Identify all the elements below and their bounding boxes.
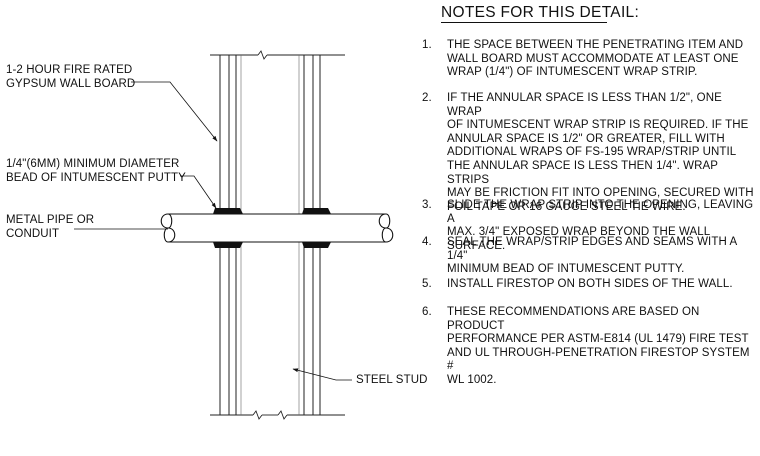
- putty-bead-left-top: [213, 208, 243, 214]
- metal-pipe-label: METAL PIPE OR CONDUIT: [6, 214, 95, 240]
- note-text: THESE RECOMMENDATIONS ARE BASED ON PRODU…: [447, 306, 750, 386]
- note-number: 5.: [422, 278, 432, 290]
- note-text: THE SPACE BETWEEN THE PENETRATING ITEM A…: [447, 39, 744, 79]
- note-text: SEAL THE WRAP/STRIP EDGES AND SEAMS WITH…: [447, 236, 737, 276]
- note-number: 4.: [422, 236, 432, 248]
- note-number: 3.: [422, 199, 432, 211]
- steel-stud-label: STEEL STUD: [356, 374, 428, 386]
- bottom-break-line: [210, 410, 345, 420]
- left-gypsum-board: [219, 55, 237, 415]
- note-number: 1.: [422, 39, 432, 51]
- metal-pipe: [160, 213, 394, 243]
- note-text: INSTALL FIRESTOP ON BOTH SIDES OF THE WA…: [447, 278, 733, 290]
- notes-title: NOTES FOR THIS DETAIL:: [441, 4, 640, 21]
- intumescent-putty-label: 1/4"(6MM) MINIMUM DIAMETER BEAD OF INTUM…: [6, 158, 186, 184]
- leader-lines: [74, 81, 352, 381]
- right-gypsum-board: [303, 55, 321, 415]
- top-break-line: [210, 50, 345, 60]
- note-text: IF THE ANNULAR SPACE IS LESS THAN 1/2", …: [447, 92, 754, 213]
- putty-bead-right-bottom: [302, 242, 331, 248]
- notes-title-underline: [441, 22, 607, 23]
- note-text: SLIDE THE WRAP STRIP INTO THE OPENING, L…: [447, 199, 754, 252]
- putty-bead-left-bottom: [213, 242, 243, 248]
- note-number: 6.: [422, 306, 432, 318]
- gypsum-board-label: 1-2 HOUR FIRE RATED GYPSUM WALL BOARD: [6, 64, 136, 90]
- putty-bead-right-top: [302, 208, 331, 214]
- note-number: 2.: [422, 92, 432, 104]
